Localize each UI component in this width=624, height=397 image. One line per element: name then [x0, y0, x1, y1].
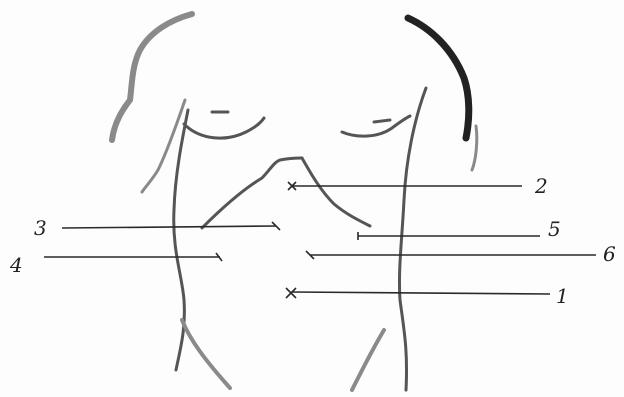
right-waist — [352, 330, 384, 390]
left-waist — [182, 320, 230, 388]
label-5: 5 — [548, 217, 561, 241]
label-6: 6 — [603, 242, 616, 266]
label-2: 2 — [534, 174, 548, 198]
left-clavicle — [184, 118, 264, 138]
right-arm-outline — [472, 126, 477, 170]
right-collar-mark — [374, 120, 390, 122]
right-clavicle — [342, 116, 410, 136]
label-4: 4 — [9, 253, 23, 277]
label-3: 3 — [34, 216, 47, 240]
label-1: 1 — [556, 284, 569, 308]
rib-contour-left — [202, 158, 302, 228]
right-torso-side — [399, 88, 426, 390]
tick-1 — [286, 288, 296, 298]
left-shoulder-outline — [112, 14, 192, 140]
rib-contour-right — [302, 158, 370, 226]
left-arm-outline — [142, 100, 185, 192]
leader-line-1 — [292, 292, 550, 294]
leader-line-3 — [62, 226, 276, 228]
